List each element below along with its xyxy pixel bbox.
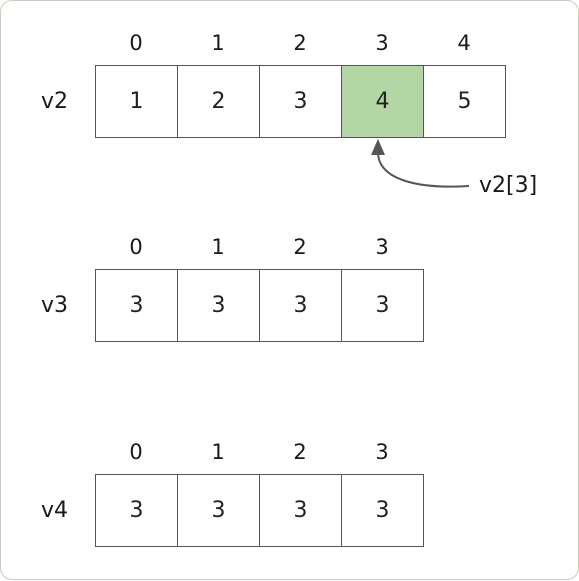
array-name-label: v4 — [41, 498, 69, 523]
array-name-label: v3 — [41, 293, 69, 318]
array-cell: 3 — [341, 269, 424, 342]
array-cell: 3 — [95, 269, 178, 342]
annotation-label: v2[3] — [479, 173, 538, 198]
array-cell: 2 — [177, 65, 260, 138]
array-cell: 3 — [177, 269, 260, 342]
index-label: 0 — [129, 235, 143, 259]
index-label: 2 — [293, 440, 307, 464]
array-name-label: v2 — [41, 89, 69, 114]
index-label: 2 — [293, 31, 307, 55]
array-cell: 1 — [95, 65, 178, 138]
index-label: 1 — [211, 440, 225, 464]
index-label: 4 — [457, 31, 471, 55]
array-cell: 5 — [423, 65, 506, 138]
index-label: 1 — [211, 235, 225, 259]
array-cell: 3 — [341, 474, 424, 547]
index-label: 3 — [375, 440, 389, 464]
index-label: 3 — [375, 235, 389, 259]
array-cell-highlighted: 4 — [341, 65, 424, 138]
array-cell: 3 — [95, 474, 178, 547]
index-label: 2 — [293, 235, 307, 259]
array-cell: 3 — [259, 65, 342, 138]
index-label: 1 — [211, 31, 225, 55]
annotation-arrowhead — [371, 139, 385, 155]
annotation-arrow — [377, 152, 470, 188]
index-label: 0 — [129, 440, 143, 464]
array-cell: 3 — [259, 269, 342, 342]
index-label: 0 — [129, 31, 143, 55]
index-label: 3 — [375, 31, 389, 55]
array-cell: 3 — [259, 474, 342, 547]
array-cell: 3 — [177, 474, 260, 547]
